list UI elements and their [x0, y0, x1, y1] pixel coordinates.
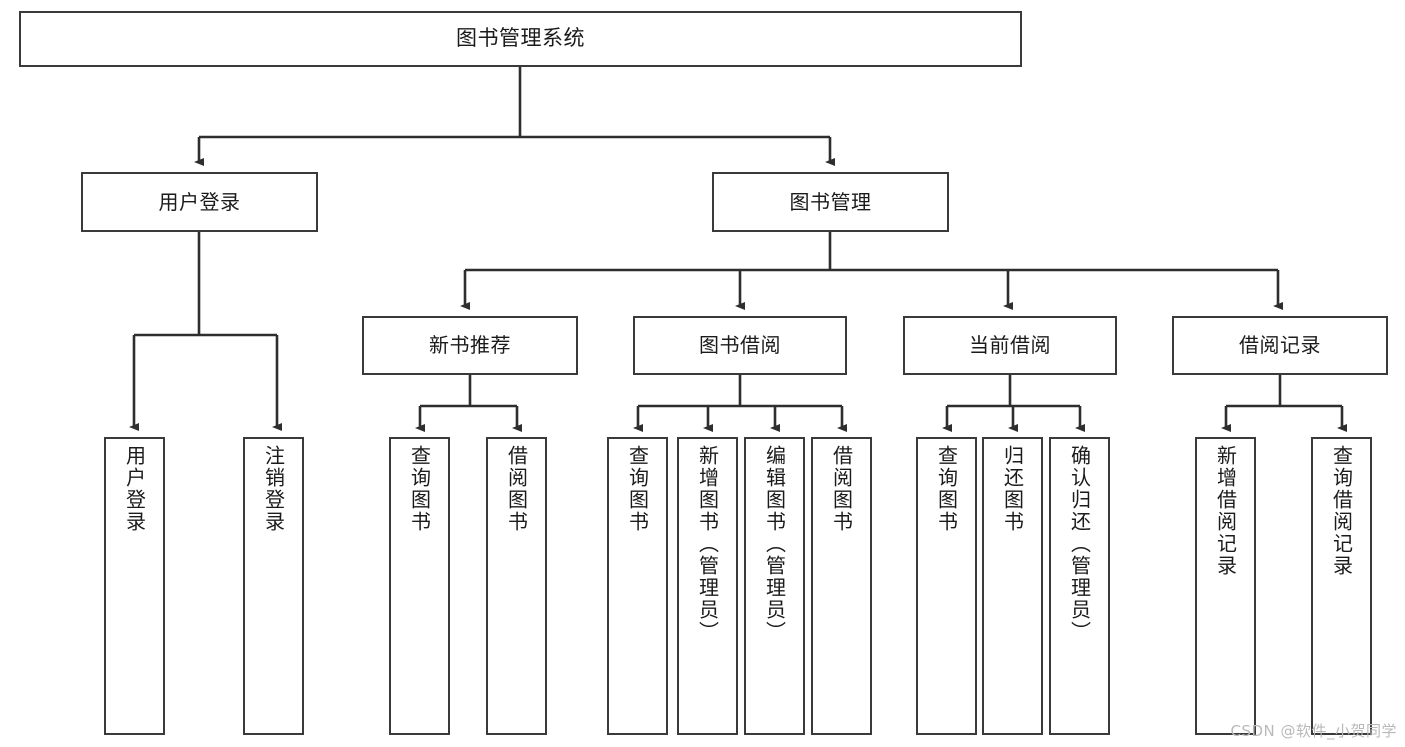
node-label: 查询图书	[625, 445, 650, 533]
leaf-records-add-record[interactable]: 新增借阅记录	[1195, 437, 1256, 735]
node-label: 借阅图书	[829, 445, 854, 533]
node-root-system[interactable]: 图书管理系统	[19, 11, 1022, 67]
leaf-borrow-query-book[interactable]: 查询图书	[607, 437, 668, 735]
node-label: 确认归还（管理员）	[1067, 445, 1092, 643]
node-label: 查询图书	[934, 445, 959, 533]
watermark-text: CSDN @软件_小贺同学	[1230, 722, 1397, 740]
node-label: 图书借阅	[699, 333, 781, 358]
leaf-borrow-add-book-admin[interactable]: 新增图书（管理员）	[677, 437, 738, 735]
node-label: 查询图书	[407, 445, 432, 533]
node-borrow-records[interactable]: 借阅记录	[1172, 316, 1388, 375]
leaf-user-login-logout[interactable]: 注销登录	[243, 437, 304, 735]
node-label: 图书管理	[789, 189, 872, 214]
node-label: 注销登录	[261, 445, 286, 533]
leaf-user-login-login[interactable]: 用户登录	[104, 437, 165, 735]
node-label: 新书推荐	[429, 333, 511, 358]
node-label: 当前借阅	[969, 333, 1051, 358]
node-label: 归还图书	[1000, 445, 1025, 533]
node-label: 编辑图书（管理员）	[762, 445, 787, 643]
leaf-current-query-book[interactable]: 查询图书	[916, 437, 977, 735]
node-user-login[interactable]: 用户登录	[81, 172, 318, 232]
leaf-new-book-query[interactable]: 查询图书	[389, 437, 450, 735]
node-book-management[interactable]: 图书管理	[712, 172, 949, 232]
leaf-borrow-borrow-book[interactable]: 借阅图书	[811, 437, 872, 735]
leaf-current-return-book[interactable]: 归还图书	[982, 437, 1043, 735]
leaf-borrow-edit-book-admin[interactable]: 编辑图书（管理员）	[744, 437, 805, 735]
node-label: 借阅记录	[1239, 333, 1321, 358]
node-label: 借阅图书	[504, 445, 529, 533]
node-new-book-recommend[interactable]: 新书推荐	[362, 316, 578, 375]
node-current-borrow[interactable]: 当前借阅	[903, 316, 1117, 375]
node-book-borrow[interactable]: 图书借阅	[633, 316, 847, 375]
leaf-current-confirm-return-admin[interactable]: 确认归还（管理员）	[1049, 437, 1110, 735]
node-label: 图书管理系统	[456, 26, 585, 51]
node-label: 用户登录	[158, 189, 241, 214]
node-label: 新增图书（管理员）	[695, 445, 720, 643]
leaf-new-book-borrow[interactable]: 借阅图书	[486, 437, 547, 735]
node-label: 用户登录	[122, 445, 147, 533]
node-label: 查询借阅记录	[1329, 445, 1354, 577]
leaf-records-query-record[interactable]: 查询借阅记录	[1311, 437, 1372, 735]
node-label: 新增借阅记录	[1213, 445, 1238, 577]
